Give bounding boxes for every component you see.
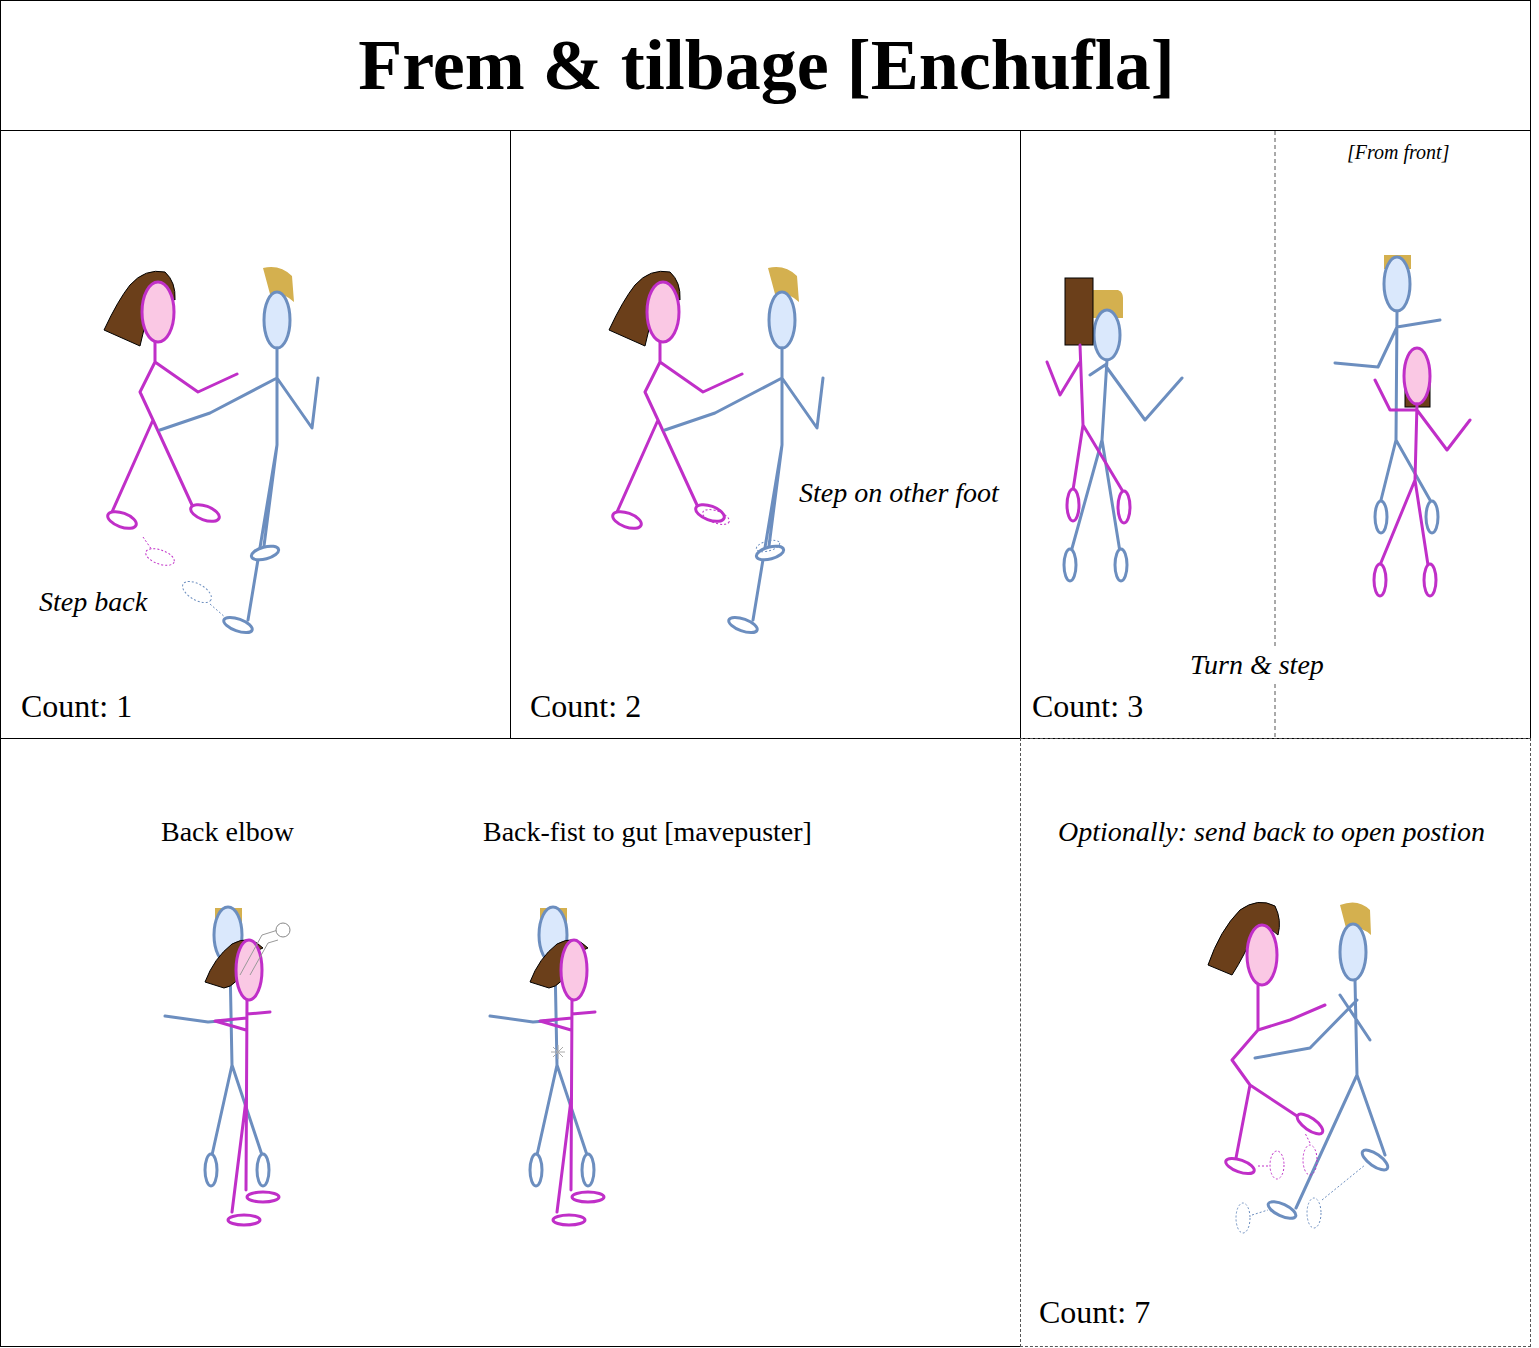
- step-text: Count: 2: [530, 688, 641, 725]
- step-text: Count: 7: [1039, 1294, 1150, 1331]
- step-text: Optionally: send back to open postion: [1058, 816, 1485, 848]
- step-text: Count: 1: [21, 688, 132, 725]
- step-text: Step back: [39, 586, 147, 618]
- step-panel: Optionally: send back to open postionCou…: [1020, 738, 1531, 1347]
- title-band: Frem & tilbage [Enchufla]: [0, 0, 1531, 131]
- step-text: Back-fist to gut [mavepuster]: [483, 816, 812, 848]
- step-text: Turn & step: [1188, 649, 1326, 681]
- step-panel: Step backCount: 1: [0, 130, 511, 739]
- step-text: Count: 3: [1032, 688, 1143, 725]
- step-panel: [From front] Turn & stepCount: 3: [1020, 130, 1531, 739]
- step-text: Back elbow: [161, 816, 294, 848]
- diagram-title: Frem & tilbage [Enchufla]: [358, 24, 1175, 107]
- step-panel: Step on other footCount: 2: [510, 130, 1021, 739]
- step-text: [From front]: [1347, 141, 1449, 164]
- step-text: Step on other foot: [799, 477, 999, 509]
- step-panel: Back elbow Back-fist to gut [mavepuster]: [0, 738, 1021, 1347]
